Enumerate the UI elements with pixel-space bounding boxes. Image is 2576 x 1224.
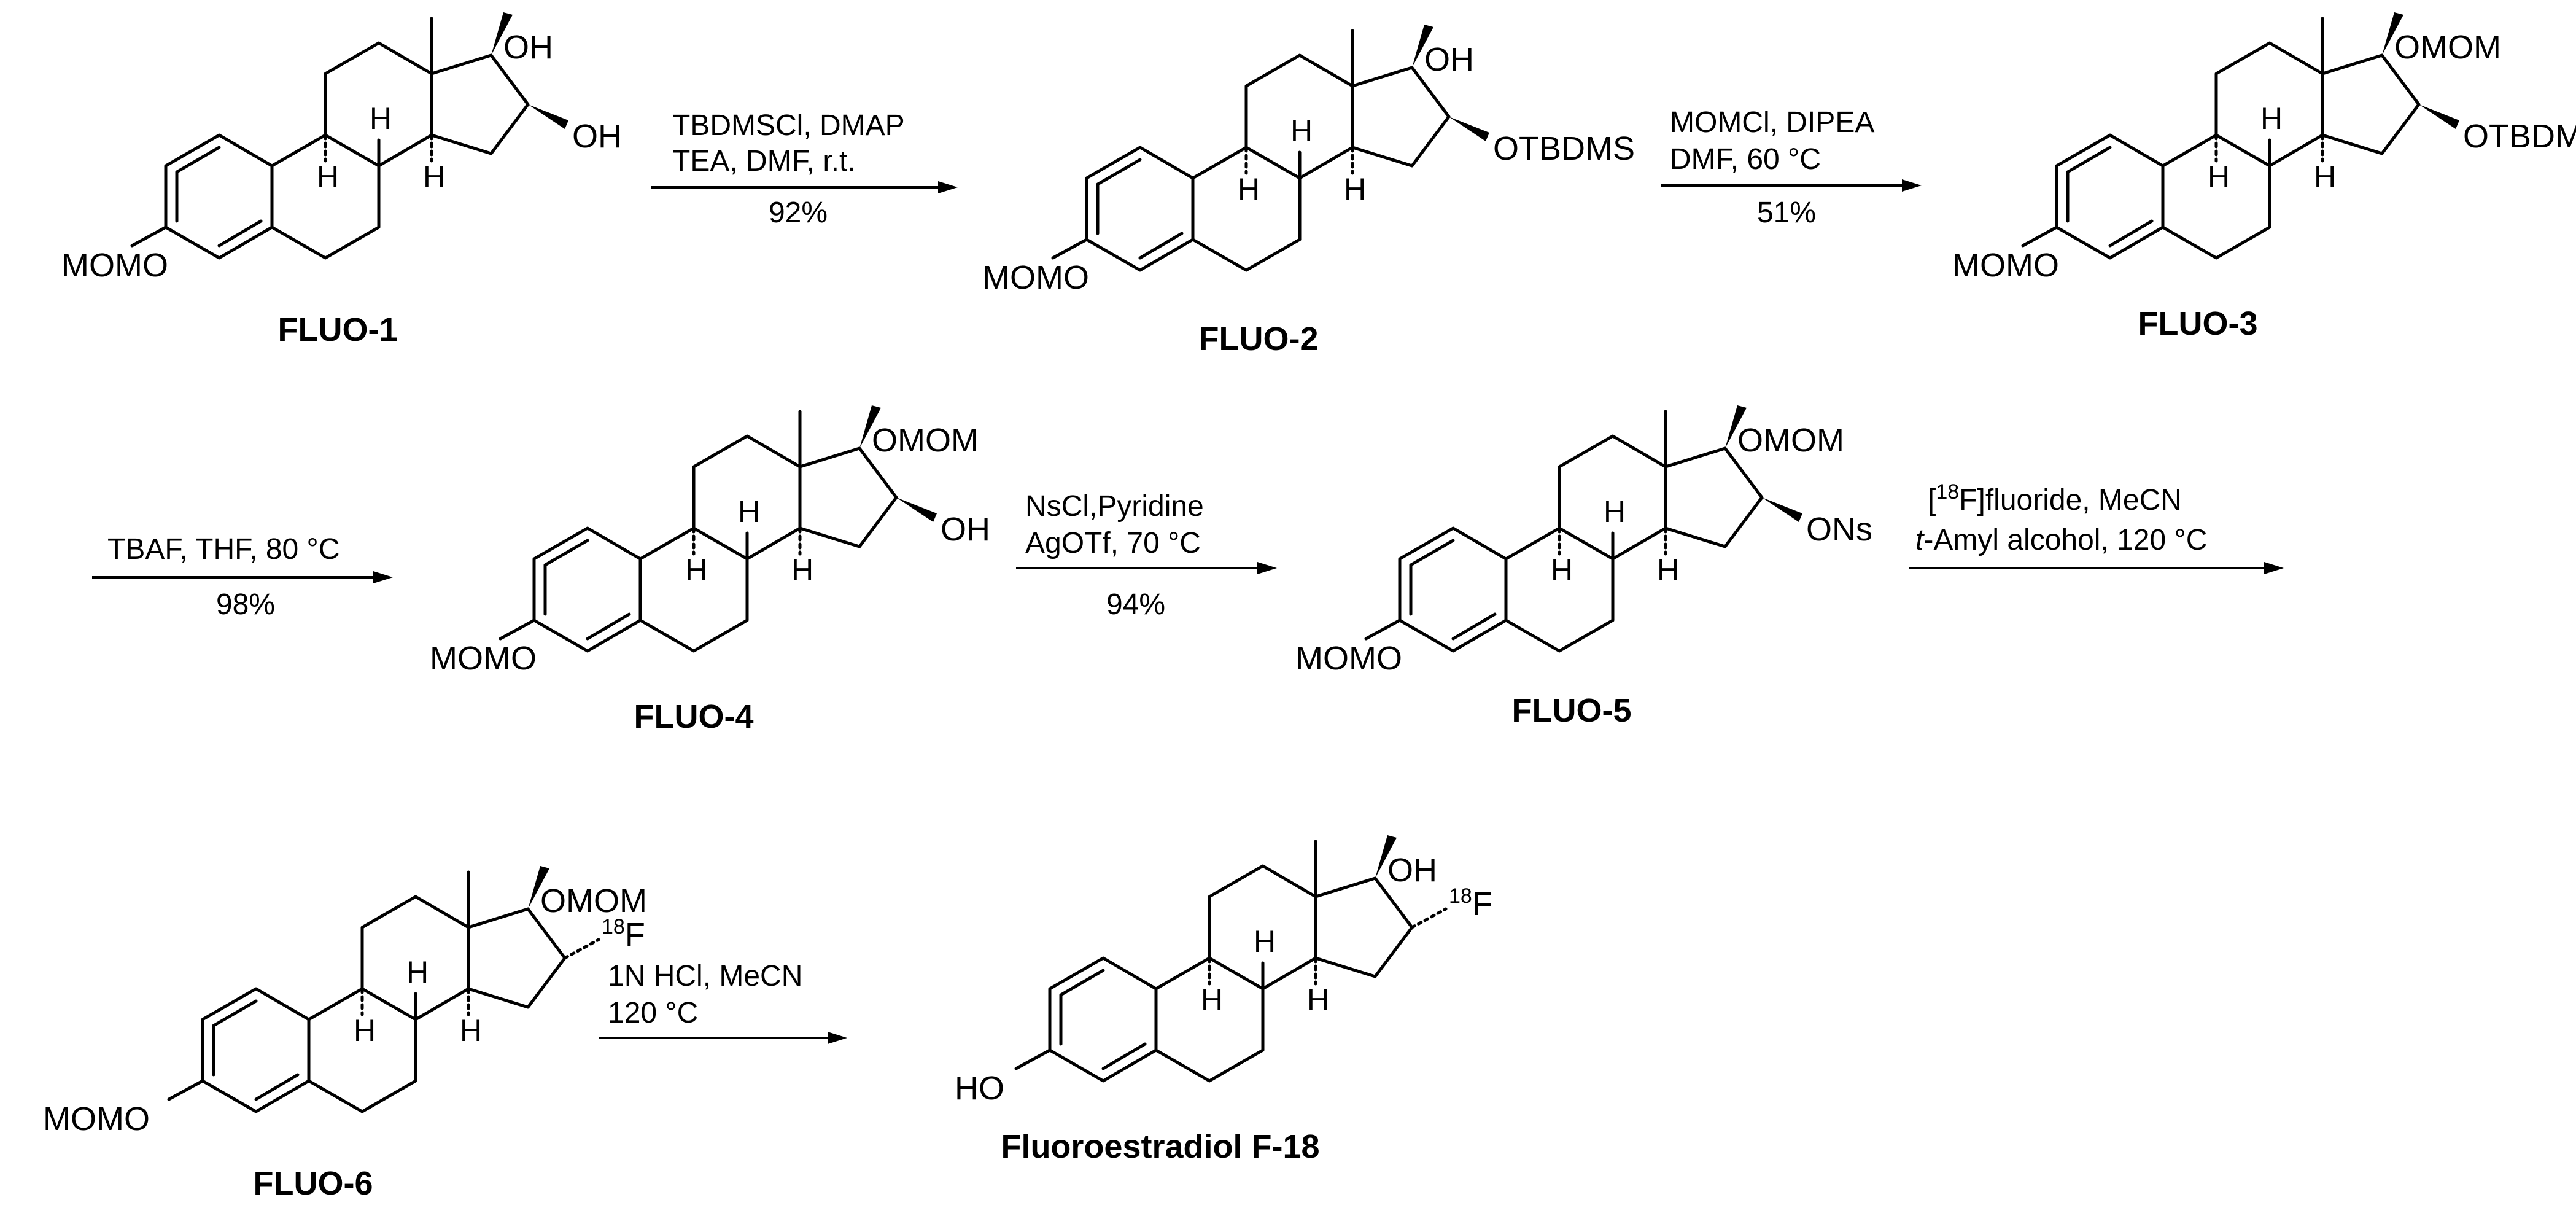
steroid-skeleton <box>169 866 565 1112</box>
reaction-step-1: TBDMSCl, DMAP TEA, DMF, r.t. 92% <box>651 109 958 229</box>
c3-substituent: HO <box>955 1070 1004 1107</box>
reaction-step-6: 1N HCl, MeCN 120 °C <box>599 960 847 1044</box>
step-condition: 1N HCl, MeCN <box>608 960 802 992</box>
steroid-skeleton <box>2023 12 2419 258</box>
steroid-skeleton <box>1016 835 1412 1081</box>
compound-label: FLUO-1 <box>278 311 398 348</box>
h-label: H <box>685 553 707 587</box>
compound-fluo-4: OMOM OH MOMO H H H FLUO-4 <box>430 405 990 735</box>
compound-fluo-2: OH OTBDMS MOMO H H H FLUO-2 <box>982 25 1635 357</box>
c16-hashed-bond <box>1410 907 1448 929</box>
c16-wedge-bond <box>1762 497 1802 522</box>
step-condition: TEA, DMF, r.t. <box>672 145 856 177</box>
step-condition: TBDMSCl, DMAP <box>672 109 905 142</box>
h-label: H <box>738 494 760 529</box>
h-label: H <box>317 160 339 194</box>
reaction-step-4: NsCl,Pyridine AgOTf, 70 °C 94% <box>1016 490 1277 621</box>
reaction-step-5: [18F]fluoride, MeCN t-Amyl alcohol, 120 … <box>1909 480 2284 574</box>
h-label: H <box>1201 983 1223 1017</box>
c17-substituent: OH <box>1424 41 1474 78</box>
c3-substituent: MOMO <box>61 247 168 284</box>
h-label: H <box>1254 924 1276 959</box>
c3-substituent: MOMO <box>1952 247 2059 284</box>
h-label: H <box>1604 494 1626 529</box>
steroid-skeleton <box>500 405 896 651</box>
step-condition: AgOTf, 70 °C <box>1025 527 1201 559</box>
c17-substituent: OMOM <box>872 422 979 459</box>
c16-substituent: 18F <box>602 915 645 953</box>
step-condition: 120 °C <box>608 997 698 1029</box>
c17-substituent: OH <box>503 29 553 66</box>
h-label: H <box>2314 160 2336 194</box>
c16-wedge-bond <box>1449 117 1489 141</box>
step-yield: 98% <box>216 588 275 621</box>
steroid-skeleton <box>132 12 528 258</box>
c16-substituent: 18F <box>1449 884 1492 922</box>
arrowhead <box>1902 179 1922 192</box>
c16-substituent: OH <box>941 511 990 548</box>
compound-label: Fluoroestradiol F-18 <box>1001 1128 1319 1165</box>
c17-substituent: OMOM <box>1737 422 1844 459</box>
steroid-skeleton <box>1053 25 1449 270</box>
arrowhead <box>938 181 958 193</box>
h-label: H <box>2208 160 2230 194</box>
step-yield: 92% <box>769 197 828 229</box>
c3-substituent: MOMO <box>43 1101 150 1137</box>
c16-wedge-bond <box>896 497 937 522</box>
c16-substituent: OTBDMS <box>1493 130 1635 167</box>
c17-substituent: OH <box>1387 852 1437 889</box>
h-label: H <box>2260 101 2283 136</box>
h-label: H <box>1344 172 1366 206</box>
arrowhead <box>373 571 393 583</box>
h-label: H <box>1307 983 1329 1017</box>
reaction-step-2: MOMCl, DIPEA DMF, 60 °C 51% <box>1661 106 1922 229</box>
step-condition: [18F]fluoride, MeCN <box>1928 480 2182 516</box>
c16-substituent: ONs <box>1806 511 1872 548</box>
c16-wedge-bond <box>528 104 568 129</box>
c16-hashed-bond <box>563 938 600 960</box>
step-condition: DMF, 60 °C <box>1670 143 1821 176</box>
c16-substituent: OH <box>572 118 622 155</box>
c3-substituent: MOMO <box>982 259 1089 296</box>
h-label: H <box>370 101 392 136</box>
compound-label: FLUO-3 <box>2138 305 2258 342</box>
compound-label: FLUO-4 <box>634 698 754 735</box>
compound-fluo-5: OMOM ONs MOMO H H H FLUO-5 <box>1295 405 1872 729</box>
compound-label: FLUO-6 <box>254 1165 373 1202</box>
h-label: H <box>1238 172 1260 206</box>
c17-substituent: OMOM <box>2394 29 2501 66</box>
arrowhead <box>2264 562 2284 574</box>
h-label: H <box>406 955 429 989</box>
steroid-skeleton <box>1366 405 1762 651</box>
h-label: H <box>460 1013 482 1048</box>
compound-fluo-6: OMOM 18F MOMO H H H FLUO-6 <box>43 866 647 1202</box>
c3-substituent: MOMO <box>430 640 537 677</box>
arrowhead <box>1257 562 1277 574</box>
c16-substituent: OTBDMS <box>2463 118 2576 155</box>
h-label: H <box>1657 553 1679 587</box>
step-condition: NsCl,Pyridine <box>1025 490 1204 523</box>
c17-substituent: OMOM <box>540 883 647 919</box>
arrowhead <box>828 1032 847 1044</box>
h-label: H <box>354 1013 376 1048</box>
c3-substituent: MOMO <box>1295 640 1402 677</box>
compound-fluoroestradiol-f18: OH 18F HO H H H Fluoroestradiol F-18 <box>955 835 1492 1165</box>
step-yield: 94% <box>1106 588 1165 621</box>
step-condition: t-Amyl alcohol, 120 °C <box>1915 524 2207 556</box>
h-label: H <box>1290 114 1313 148</box>
h-label: H <box>423 160 445 194</box>
compound-label: FLUO-2 <box>1199 321 1319 357</box>
step-yield: 51% <box>1757 197 1816 229</box>
step-condition: TBAF, THF, 80 °C <box>107 533 339 566</box>
h-label: H <box>1551 553 1573 587</box>
compound-fluo-1: OH OH MOMO H H H FLUO-1 <box>61 12 622 348</box>
reaction-step-3: TBAF, THF, 80 °C 98% <box>92 533 393 621</box>
compound-fluo-3: OMOM OTBDMS MOMO H H H FLUO-3 <box>1952 12 2576 342</box>
h-label: H <box>791 553 813 587</box>
step-condition: MOMCl, DIPEA <box>1670 106 1874 139</box>
compound-label: FLUO-5 <box>1512 692 1632 729</box>
c16-wedge-bond <box>2419 104 2459 129</box>
